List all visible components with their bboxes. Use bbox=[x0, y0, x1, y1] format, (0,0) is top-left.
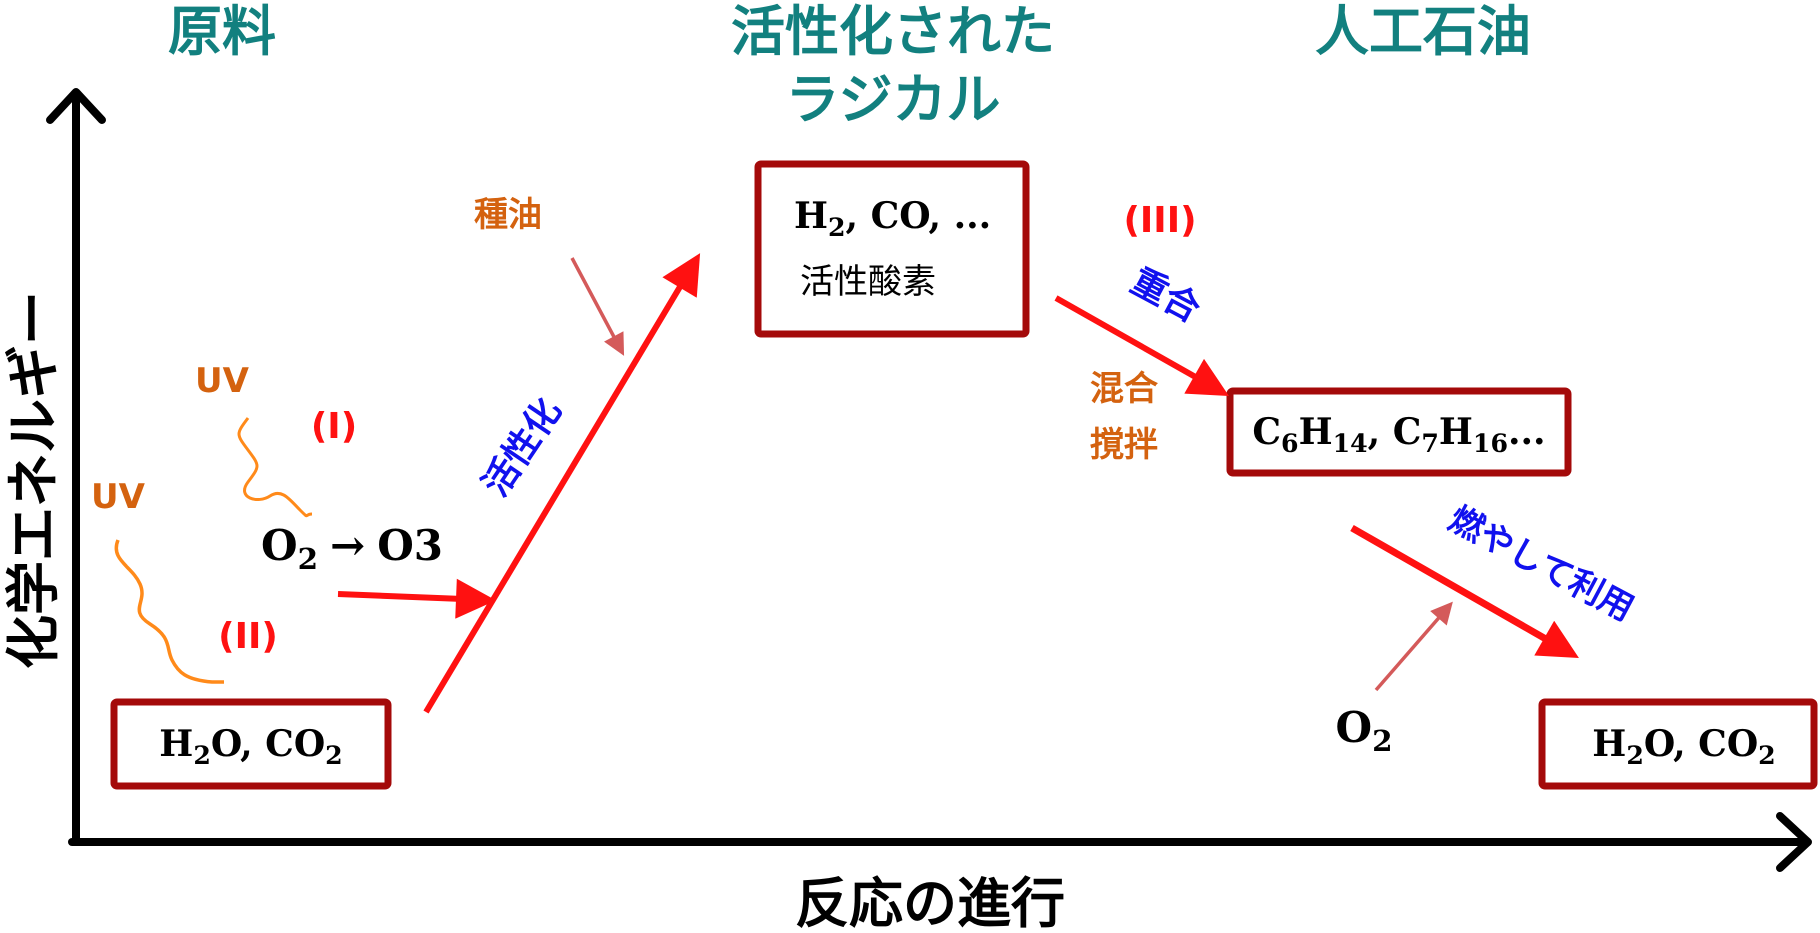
box-start-formula: H2O, CO2 bbox=[159, 723, 342, 770]
arrow-burn bbox=[1350, 524, 1579, 658]
arrow-polymerization bbox=[1054, 295, 1229, 396]
roman-label-1: (I) bbox=[311, 406, 357, 447]
o2-input-label: O2 bbox=[1335, 703, 1392, 758]
box-radical bbox=[754, 160, 1030, 338]
activation-label: 活性化 bbox=[475, 391, 569, 503]
header-radical-line2: ラジカル bbox=[786, 68, 1001, 131]
header-oil: 人工石油 bbox=[1315, 0, 1531, 63]
mixing-label-line1: 混合 bbox=[1090, 369, 1158, 409]
box-radical-formula: H2, CO, ... bbox=[794, 195, 991, 242]
polymerization-label: 重合 bbox=[1124, 261, 1207, 331]
box-oil-formula: C6H14, C7H16... bbox=[1252, 411, 1545, 458]
box-oil bbox=[1226, 387, 1572, 477]
roman-label-2: (II) bbox=[218, 616, 278, 657]
box-radical-active-oxygen: 活性酸素 bbox=[800, 262, 936, 302]
box-start bbox=[110, 698, 392, 790]
seed-oil-label: 種油 bbox=[474, 195, 542, 235]
x-axis-arrowhead bbox=[1776, 812, 1812, 872]
box-end bbox=[1538, 698, 1818, 790]
uv-label-1: UV bbox=[195, 361, 250, 401]
arrow-ozone-to-activation bbox=[337, 578, 496, 619]
roman-label-3: (III) bbox=[1123, 200, 1196, 241]
arrow-activation bbox=[423, 253, 701, 714]
y-axis-arrowhead bbox=[46, 88, 106, 124]
arrow-o2-input bbox=[1374, 601, 1453, 692]
x-axis-label: 反応の進行 bbox=[795, 872, 1065, 933]
arrow-seed-oil-input bbox=[570, 257, 625, 356]
uv-wave-1 bbox=[237, 417, 313, 518]
y-axis-label: 化学エネルギー bbox=[2, 291, 65, 669]
burn-use-label: 燃やして利用 bbox=[1442, 499, 1640, 630]
ozone-reaction: O2→O3 bbox=[261, 521, 443, 576]
box-end-formula: H2O, CO2 bbox=[1592, 723, 1775, 770]
uv-wave-2 bbox=[114, 539, 224, 684]
header-raw: 原料 bbox=[168, 0, 276, 63]
mixing-label-line2: 撹拌 bbox=[1090, 425, 1158, 465]
uv-label-2: UV bbox=[91, 477, 146, 517]
header-radical-line1: 活性化された bbox=[731, 0, 1055, 63]
